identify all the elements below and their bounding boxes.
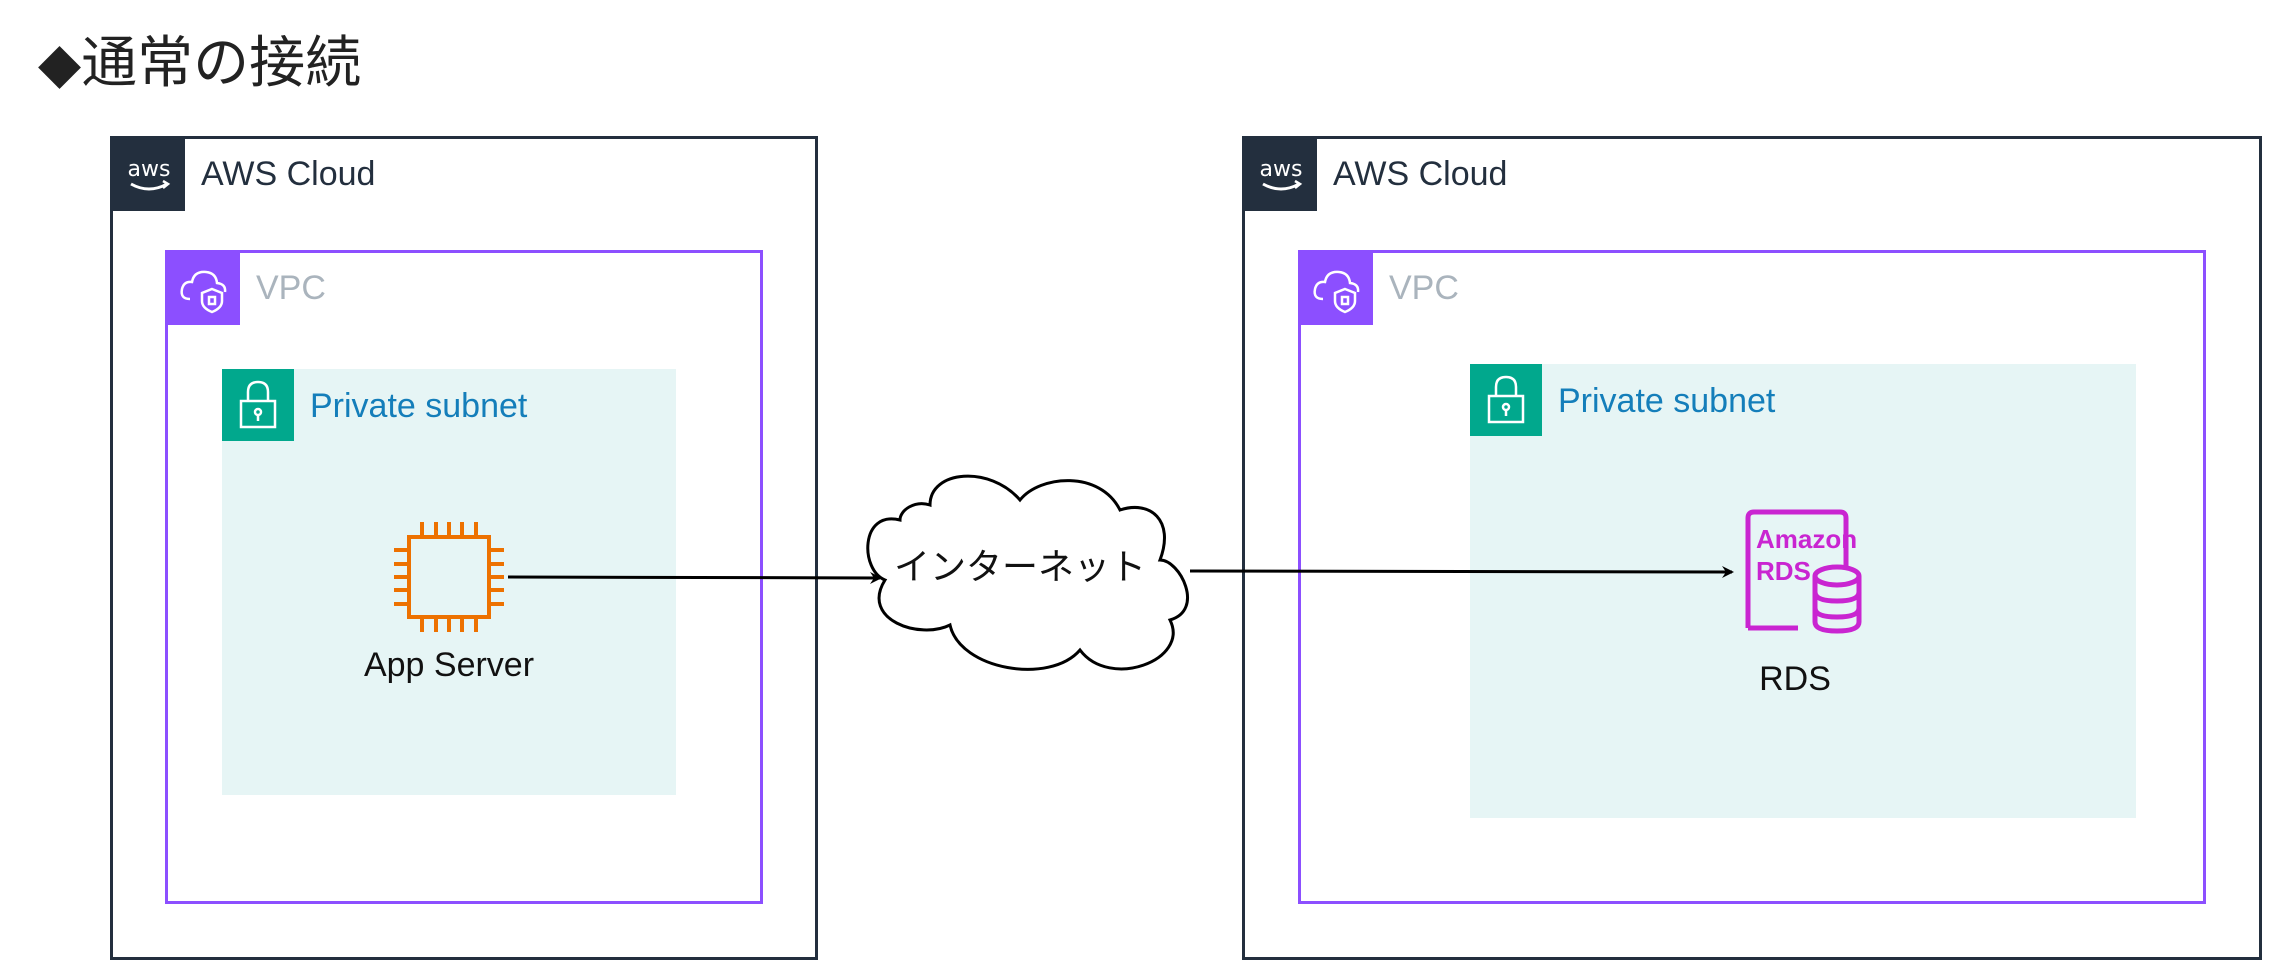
arrow-app-to-internet — [507, 571, 882, 584]
internet-cloud-shape — [866, 474, 1189, 671]
svg-text:aws: aws — [1260, 157, 1303, 182]
lock-icon — [1470, 364, 1542, 436]
page-title: ◆通常の接続 — [38, 31, 362, 96]
aws-logo-icon: aws — [1245, 139, 1317, 211]
vpc-label: VPC — [256, 269, 326, 307]
svg-text:aws: aws — [128, 157, 171, 182]
private-subnet-label: Private subnet — [1558, 382, 1776, 420]
arrow-internet-to-rds — [1189, 565, 1734, 578]
aws-cloud-label: AWS Cloud — [201, 155, 376, 193]
private-subnet-group-left: Private subnet — [222, 369, 676, 795]
internet-label: インターネット — [893, 547, 1147, 588]
ec2-instance-icon — [394, 522, 504, 632]
vpc-label: VPC — [1389, 269, 1459, 307]
aws-logo-icon: aws — [113, 139, 185, 211]
lock-icon — [222, 369, 294, 441]
private-subnet-group-right: Private subnet — [1470, 364, 2136, 818]
rds-icon-text-line2: RDS — [1756, 556, 1811, 586]
rds-icon-text-line1: Amazon — [1756, 524, 1857, 554]
vpc-icon — [1301, 253, 1373, 325]
rds-label: RDS — [1759, 660, 1831, 698]
private-subnet-label: Private subnet — [310, 387, 528, 425]
vpc-group-right: VPC — [1298, 250, 2206, 904]
vpc-icon — [168, 253, 240, 325]
app-server-label: App Server — [363, 646, 535, 684]
amazon-rds-icon: Amazon RDS — [1745, 509, 1862, 634]
aws-cloud-label: AWS Cloud — [1333, 155, 1508, 193]
